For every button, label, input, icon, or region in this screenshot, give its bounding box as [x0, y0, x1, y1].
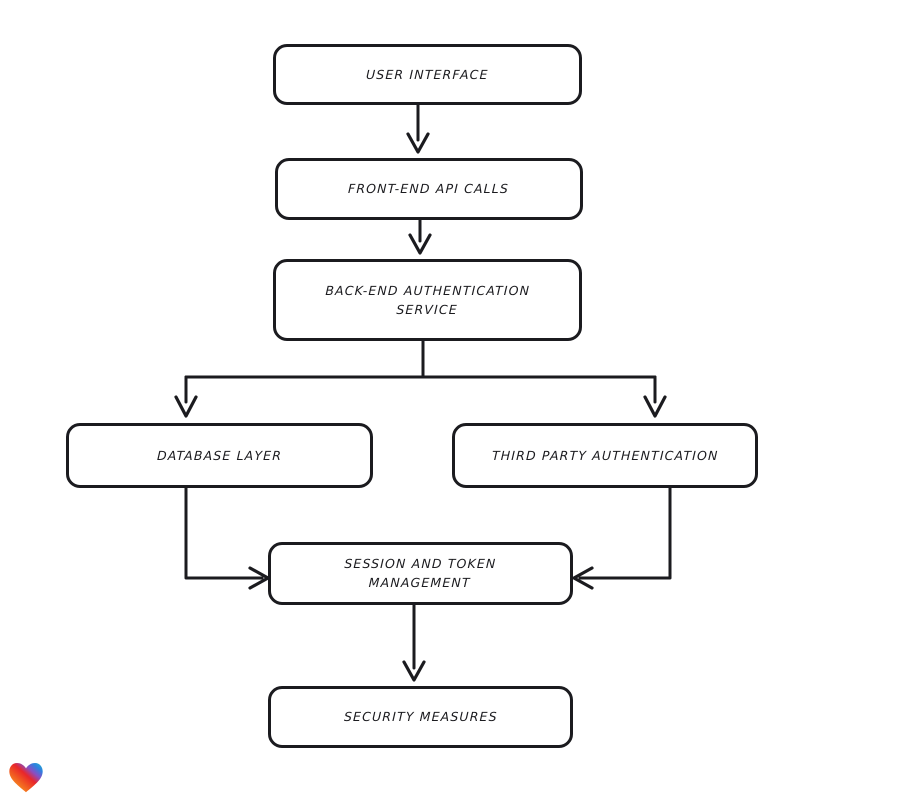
edge-api-to-backend [408, 218, 432, 255]
edge-backend-to-database [174, 375, 198, 418]
node-user-interface[interactable]: User Interface [273, 44, 582, 105]
node-label-session-and-token-management: Session and Token Management [344, 556, 498, 591]
node-security-measures[interactable]: Security Measures [268, 686, 573, 748]
node-third-party-authentication[interactable]: Third Party Authentication [452, 423, 758, 488]
node-label-front-end-api-calls: Front-End API Calls [348, 181, 510, 197]
node-session-and-token-management[interactable]: Session and Token Management [268, 542, 573, 605]
node-label-back-end-authentication-service: Back-End Authentication Service [325, 282, 531, 317]
edge-backend-split-trunk [184, 339, 657, 379]
node-back-end-authentication-service[interactable]: Back-End Authentication Service [273, 259, 582, 341]
edge-thirdparty-to-session [572, 486, 672, 590]
edge-backend-to-thirdparty [643, 375, 667, 418]
edge-session-to-security [402, 603, 426, 682]
heart-icon [9, 763, 43, 793]
node-label-third-party-authentication: Third Party Authentication [491, 447, 719, 463]
node-label-database-layer: Database Layer [156, 447, 283, 463]
edge-ui-to-api [406, 103, 430, 154]
node-front-end-api-calls[interactable]: Front-End API Calls [275, 158, 583, 220]
edge-database-to-session [184, 486, 270, 590]
node-database-layer[interactable]: Database Layer [66, 423, 373, 488]
node-label-security-measures: Security Measures [343, 709, 498, 725]
node-label-user-interface: User Interface [365, 66, 490, 82]
